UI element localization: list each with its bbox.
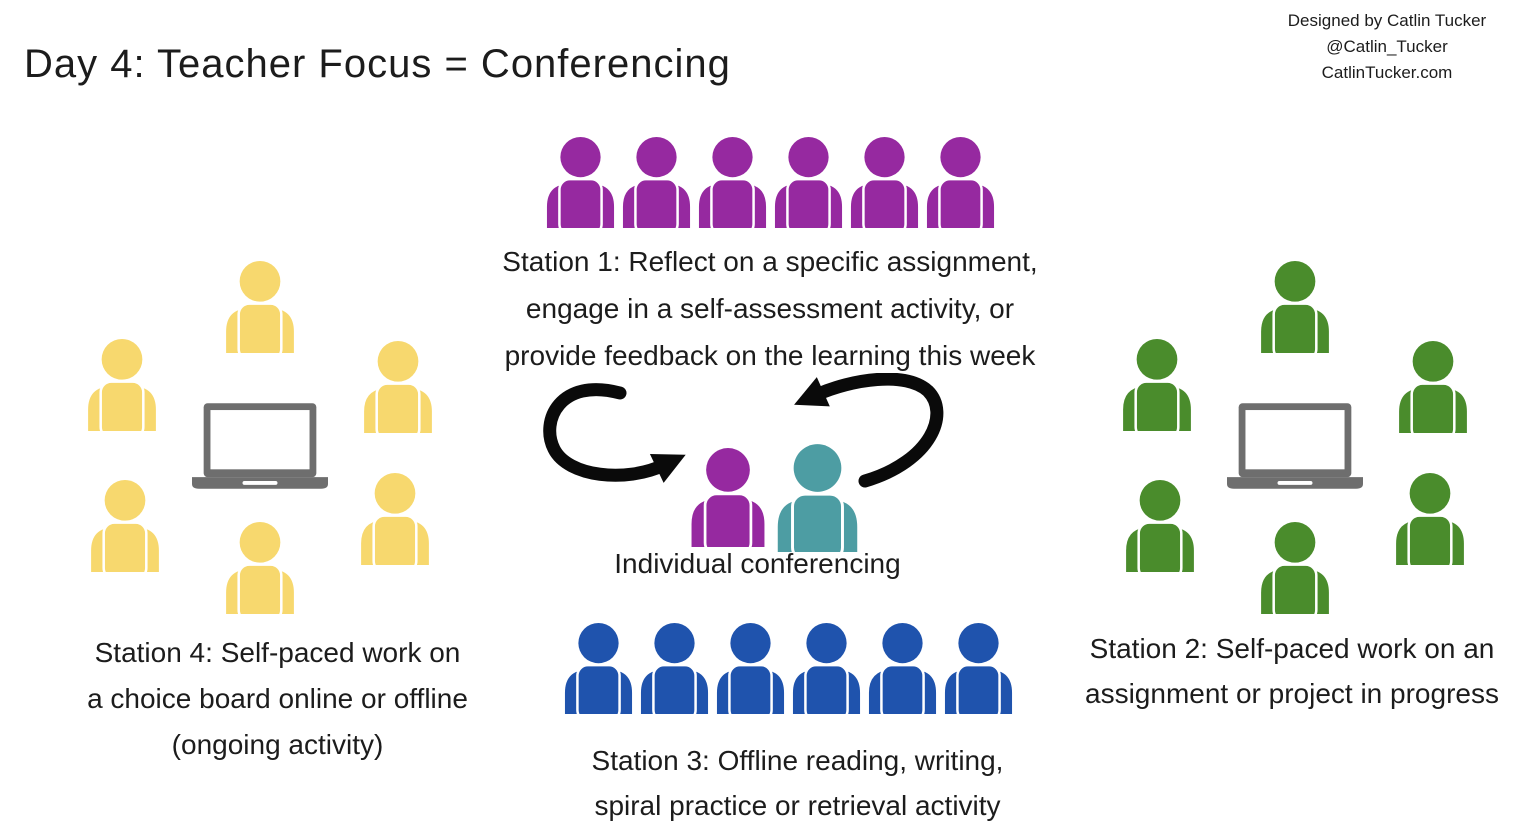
attribution-line: @Catlin_Tucker [1326, 37, 1448, 56]
person-icon [774, 136, 843, 228]
attribution: Designed by Catlin Tucker @Catlin_Tucker… [1262, 8, 1512, 86]
attribution-line: Designed by Catlin Tucker [1287, 11, 1487, 30]
station1-caption: Station 1: Reflect on a specific assignm… [440, 238, 1100, 379]
student-person-group [774, 443, 861, 552]
caption-line: engage in a self-assessment activity, or [525, 293, 1015, 324]
station4-caption: Station 4: Self-paced work on a choice bo… [30, 630, 525, 768]
person-icon [926, 136, 995, 228]
station3-people-group [562, 622, 1015, 714]
person-icon [564, 622, 633, 714]
person-icon [91, 479, 159, 572]
person-icon [622, 136, 691, 228]
person-icon [777, 444, 858, 552]
center-label: Individual conferencing [614, 548, 901, 579]
station4-cluster [85, 260, 435, 614]
caption-line: a choice board online or offline [87, 683, 468, 714]
caption-line: Station 2: Self-paced work on an [1089, 633, 1495, 664]
caption-line: Station 1: Reflect on a specific assignm… [502, 246, 1038, 277]
person-icon [226, 260, 294, 353]
caption-line: assignment or project in progress [1085, 678, 1499, 709]
person-icon [792, 622, 861, 714]
person-icon [364, 340, 432, 433]
person-icon [716, 622, 785, 714]
person-icon [944, 622, 1013, 714]
person-icon [1261, 521, 1329, 614]
person-icon [1396, 472, 1464, 565]
station1-people-group [544, 136, 997, 228]
person-icon [361, 472, 429, 565]
laptop-icon [192, 403, 328, 489]
person-icon [1123, 338, 1191, 431]
teacher-person-group [688, 447, 768, 547]
caption-line: provide feedback on the learning this we… [504, 340, 1036, 371]
caption-line: Station 3: Offline reading, writing, [591, 745, 1004, 776]
caption-line: spiral practice or retrieval activity [594, 790, 1001, 821]
person-icon [88, 338, 156, 431]
caption-line: (ongoing activity) [171, 729, 384, 760]
person-icon [850, 136, 919, 228]
attribution-line: CatlinTucker.com [1321, 63, 1453, 82]
station4-people-group [85, 260, 435, 614]
page-title: Day 4: Teacher Focus = Conferencing [24, 42, 731, 86]
person-icon [1399, 340, 1467, 433]
person-icon [1261, 260, 1329, 353]
person-icon [691, 448, 765, 547]
person-icon [698, 136, 767, 228]
station3-caption: Station 3: Offline reading, writing, spir… [555, 738, 1040, 828]
laptop-icon [1227, 403, 1363, 489]
station2-people-group [1120, 260, 1470, 614]
caption-line: Station 4: Self-paced work on [94, 637, 461, 668]
station2-cluster [1120, 260, 1470, 614]
cycle-arrows-icon [543, 373, 944, 488]
person-icon [868, 622, 937, 714]
person-icon [1126, 479, 1194, 572]
person-icon [640, 622, 709, 714]
person-icon [546, 136, 615, 228]
person-icon [226, 521, 294, 614]
station2-caption: Station 2: Self-paced work on an assignme… [1048, 626, 1536, 716]
